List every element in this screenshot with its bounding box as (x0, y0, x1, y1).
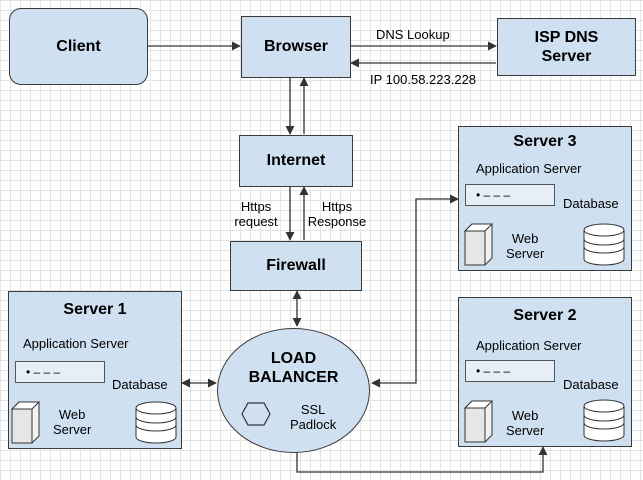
internet-node: Internet (239, 135, 353, 187)
server-3-node: Server 3 Application Server • – – – Data… (458, 126, 632, 271)
https-request-label: Https request (234, 199, 278, 229)
browser-label: Browser (263, 38, 329, 56)
client-node: Client (9, 8, 148, 85)
app-bar-text: • – – – (476, 364, 511, 378)
browser-node: Browser (241, 16, 351, 78)
database-cylinder-icon (583, 399, 625, 442)
database-cylinder-icon (135, 401, 177, 444)
database-label: Database (563, 196, 619, 211)
application-server-label: Application Server (476, 161, 582, 176)
database-label: Database (563, 377, 619, 392)
load-balancer-label: LOAD BALANCER (248, 350, 339, 386)
firewall-node: Firewall (230, 241, 362, 291)
isp-dns-label: ISP DNS Server (534, 28, 599, 65)
server-tower-icon (463, 223, 494, 266)
server-title: Server 1 (63, 301, 127, 318)
load-balancer-node: LOAD BALANCER SSL Padlock (217, 328, 370, 453)
client-label: Client (56, 37, 101, 55)
application-server-label: Application Server (476, 338, 582, 353)
application-server-bar: • – – – (15, 361, 105, 383)
app-bar-text: • – – – (476, 188, 511, 202)
isp-dns-server-node: ISP DNS Server (497, 18, 636, 76)
ip-address-label: IP 100.58.223.228 (370, 72, 477, 87)
web-server-label: Web Server (53, 407, 92, 437)
ssl-padlock-label: SSL Padlock (290, 402, 337, 432)
internet-label: Internet (266, 152, 326, 170)
application-server-bar: • – – – (465, 184, 555, 206)
server-2-node: Server 2 Application Server • – – – Data… (458, 297, 632, 447)
database-cylinder-icon (583, 223, 625, 266)
server-tower-icon (463, 400, 494, 443)
app-bar-text: • – – – (26, 365, 61, 379)
dns-lookup-label: DNS Lookup (376, 27, 450, 42)
web-server-label: Web Server (506, 408, 545, 438)
server-title: Server 2 (513, 307, 577, 324)
server-1-node: Server 1 Application Server • – – – Data… (8, 291, 182, 449)
lb-server3-arrow (371, 194, 459, 388)
application-server-label: Application Server (23, 336, 129, 351)
web-server-label: Web Server (506, 231, 545, 261)
firewall-label: Firewall (266, 257, 326, 275)
server-title: Server 3 (513, 133, 577, 150)
server-tower-icon (10, 401, 41, 444)
lb-server2-arrow (292, 441, 548, 473)
hexagon-icon (241, 402, 271, 426)
https-response-label: Https Response (307, 199, 367, 229)
application-server-bar: • – – – (465, 360, 555, 382)
database-label: Database (112, 377, 168, 392)
